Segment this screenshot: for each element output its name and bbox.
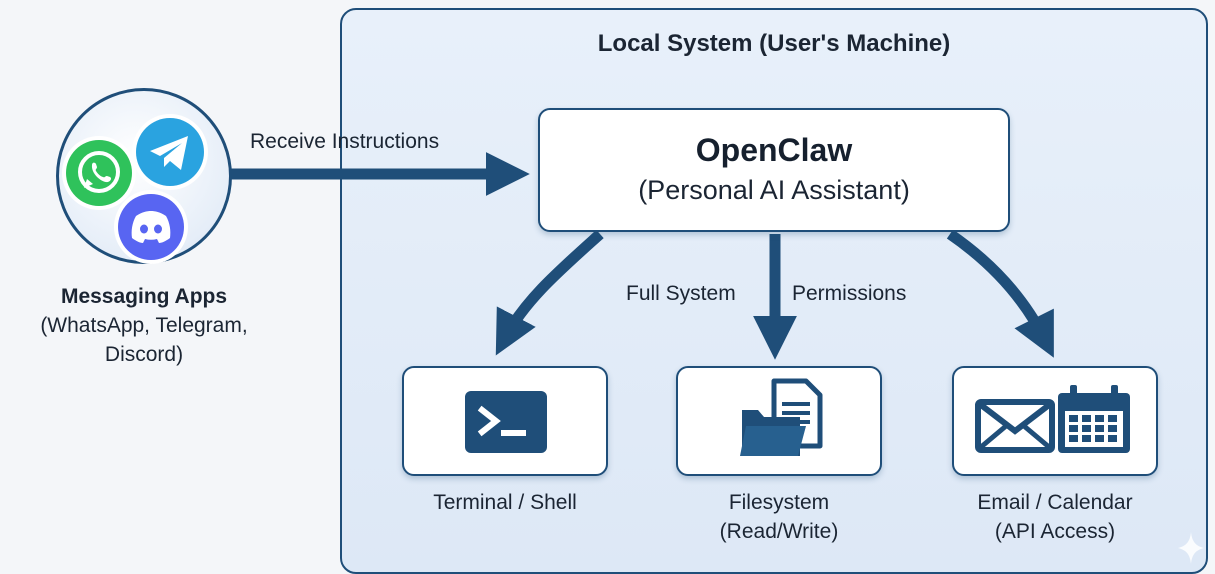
- permissions-label-left: Full System: [626, 282, 736, 305]
- email-arrow: [946, 229, 1054, 358]
- receive-instructions-label: Receive Instructions: [250, 130, 440, 153]
- openclaw-node: OpenClaw (Personal AI Assistant): [538, 108, 1010, 232]
- email-calendar-label-line2: (API Access): [994, 520, 1116, 543]
- messaging-apps-subtitle-line1: (WhatsApp, Telegram,: [40, 314, 248, 337]
- email-calendar-label-line1: Email / Calendar: [977, 491, 1133, 514]
- filesystem-label-line1: Filesystem: [728, 491, 830, 514]
- filesystem-node: [676, 366, 882, 476]
- openclaw-title: OpenClaw: [695, 132, 853, 168]
- terminal-icon: [465, 391, 547, 453]
- whatsapp-icon: [60, 134, 138, 212]
- messaging-apps-subtitle-line2: Discord): [104, 343, 184, 366]
- local-system-title: Local System (User's Machine): [597, 30, 951, 57]
- discord-icon: [112, 188, 190, 266]
- messaging-apps-label: Messaging Apps (WhatsApp, Telegram, Disc…: [0, 282, 288, 369]
- terminal-label: Terminal / Shell: [375, 488, 635, 517]
- sparkle-icon: [1178, 532, 1204, 564]
- terminal-label-line1: Terminal / Shell: [433, 491, 577, 514]
- filesystem-label: Filesystem (Read/Write): [649, 488, 909, 546]
- terminal-node: [402, 366, 608, 476]
- folder-document-icon: [740, 378, 823, 456]
- filesystem-label-line2: (Read/Write): [719, 520, 839, 543]
- email-calendar-icon: [975, 385, 1130, 453]
- telegram-icon: [130, 112, 210, 192]
- terminal-arrow: [495, 229, 604, 356]
- permissions-label-right: Permissions: [792, 282, 907, 305]
- email-calendar-label: Email / Calendar (API Access): [925, 488, 1185, 546]
- openclaw-subtitle: (Personal AI Assistant): [638, 175, 910, 205]
- email-calendar-node: [952, 366, 1158, 476]
- messaging-apps-title: Messaging Apps: [60, 285, 228, 308]
